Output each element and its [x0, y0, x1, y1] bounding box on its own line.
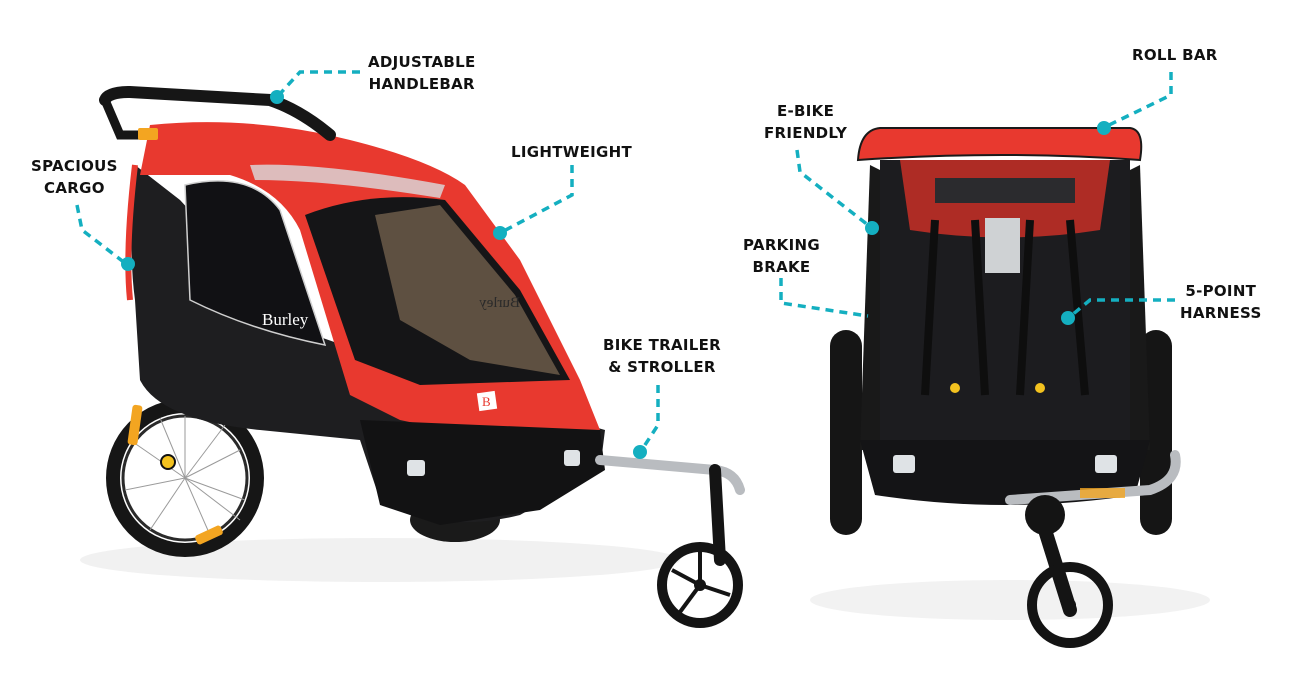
stroller-wheel: [1027, 562, 1113, 648]
logo-badge: [476, 390, 498, 412]
callout-adjustable-handlebar: ADJUSTABLE HANDLEBAR: [368, 51, 476, 95]
callout-dot: [1097, 121, 1111, 135]
brand-logo-mirrored: Burley: [479, 295, 520, 311]
callout-e-bike-friendly: E-BIKE FRIENDLY: [764, 100, 847, 144]
leader-bike-trailer-stroller: [641, 385, 660, 449]
callout-line: SPACIOUS: [31, 157, 118, 175]
callout-bike-trailer-stroller: BIKE TRAILER & STROLLER: [603, 334, 721, 378]
harness-buckle: [1035, 383, 1045, 393]
roof-window: [250, 164, 445, 198]
handlebar: [99, 85, 336, 141]
callout-line: HARNESS: [1180, 304, 1262, 322]
callout-five-point-harness: 5-POINT HARNESS: [1180, 280, 1262, 324]
callout-parking-brake: PARKING BRAKE: [743, 234, 820, 278]
mesh-panel: [375, 205, 560, 375]
side-window: [184, 180, 327, 346]
leader-adjustable-handlebar: [275, 70, 360, 99]
callout-dot: [270, 90, 284, 104]
leader-e-bike-friendly: [795, 149, 870, 227]
front-cargo-panel: [860, 440, 1150, 505]
callout-line: CARGO: [44, 179, 105, 197]
callout-line: 5-POINT: [1185, 282, 1257, 300]
callout-line: ADJUSTABLE: [368, 53, 476, 71]
callout-line: E-BIKE: [776, 102, 835, 120]
leader-roll-bar: [1104, 72, 1173, 129]
leader-parking-brake: [779, 278, 869, 318]
callout-line: BIKE TRAILER: [603, 336, 722, 354]
callout-line: ROLL BAR: [1132, 46, 1218, 64]
reflector: [407, 460, 425, 476]
callout-lightweight: LIGHTWEIGHT: [511, 141, 632, 163]
callout-line: LIGHTWEIGHT: [511, 143, 633, 161]
left-wheel: [830, 330, 862, 535]
stroller-fork: [709, 464, 726, 566]
callout-dot: [865, 221, 879, 235]
callout-line: & STROLLER: [608, 358, 716, 376]
logo-badge-letter: B: [482, 394, 491, 409]
reflector: [564, 450, 580, 466]
callout-spacious-cargo: SPACIOUS CARGO: [31, 155, 118, 199]
callout-line: FRIENDLY: [764, 124, 848, 142]
leader-spacious-cargo: [75, 204, 127, 265]
callout-line: PARKING: [743, 236, 820, 254]
harness-straps: [921, 219, 1089, 396]
leader-five-point-harness: [1070, 298, 1175, 317]
stroller-wheel: [657, 542, 743, 628]
harness-buckle: [950, 383, 960, 393]
brand-logo-side: Burley: [262, 310, 309, 329]
callout-roll-bar: ROLL BAR: [1132, 44, 1218, 66]
roll-bar-canopy: [856, 127, 1143, 162]
callout-dot: [633, 445, 647, 459]
callout-line: BRAKE: [752, 258, 811, 276]
info-label: [985, 218, 1020, 273]
callout-dot: [1061, 311, 1075, 325]
callout-line: HANDLEBAR: [368, 75, 475, 93]
front-panel: [360, 420, 605, 525]
ground-shadow: [80, 538, 680, 582]
callout-dot: [493, 226, 507, 240]
callout-dot: [121, 257, 135, 271]
leader-lightweight: [499, 165, 574, 235]
